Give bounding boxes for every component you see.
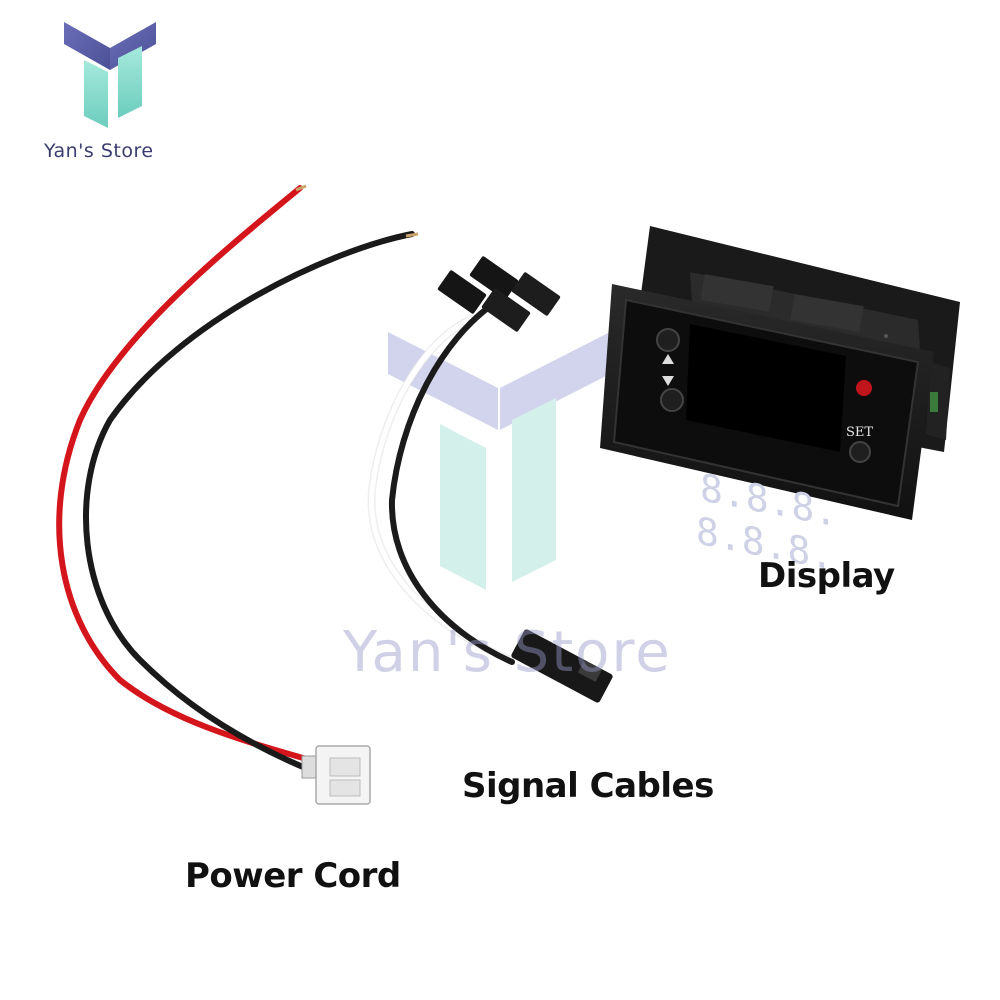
display-module: 8.8.8. 8.8.8. SET [600, 226, 960, 580]
brand-logo [64, 22, 156, 128]
label-display: Display [758, 556, 895, 596]
down-arrow-icon [662, 376, 674, 386]
power-cord [56, 184, 419, 805]
down-button [660, 388, 684, 412]
set-label: SET [846, 425, 873, 440]
power-connector [301, 745, 371, 805]
brand-name: Yan's Store [44, 140, 154, 162]
watermark-text: Yan's Store [343, 620, 672, 685]
set-button [849, 441, 871, 463]
label-power-cord: Power Cord [185, 856, 401, 896]
up-button [656, 328, 680, 352]
status-led [856, 380, 872, 396]
dupont-connector-bottom [511, 629, 613, 703]
signal-cables [367, 256, 613, 703]
dupont-connector-top [437, 256, 561, 332]
up-arrow-icon [662, 354, 674, 364]
watermark-logo [388, 332, 610, 590]
label-signal-cables: Signal Cables [462, 766, 714, 806]
